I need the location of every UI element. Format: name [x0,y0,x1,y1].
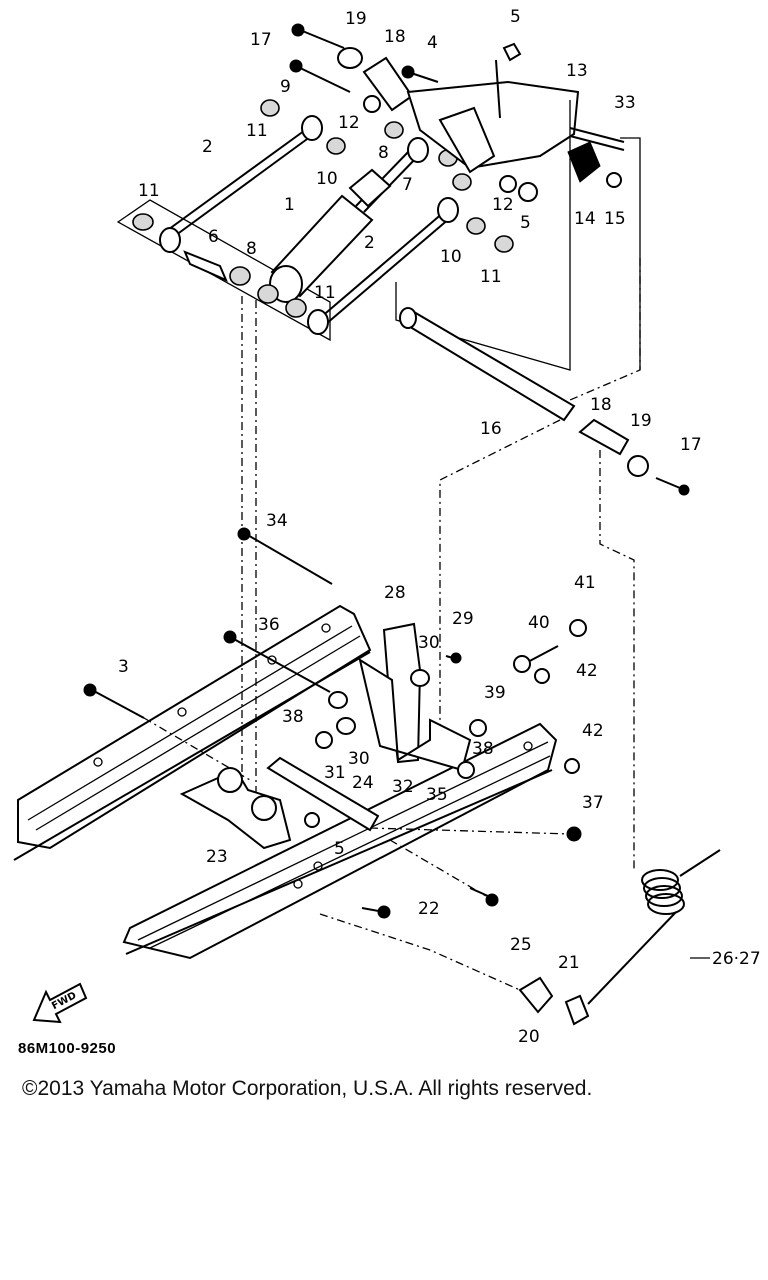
callout-38-b: 38 [472,739,494,759]
callout-11-c: 11 [480,267,502,287]
callout-38-a: 38 [282,707,304,727]
callout-31: 31 [324,763,346,783]
callout-19-bottom: 19 [630,411,652,431]
callout-17-bottom: 17 [680,435,702,455]
callout-5-bottom: 5 [334,839,345,859]
callout-8-a: 8 [378,143,389,163]
lower-hardware [83,527,721,1026]
callout-18-bottom: 18 [590,395,612,415]
callout-2-b: 2 [364,233,375,253]
callout-35: 35 [426,785,448,805]
callout-18-top: 18 [384,27,406,47]
callout-42-a: 42 [576,661,598,681]
callout-28: 28 [384,583,406,603]
bracket [406,80,580,170]
callout-24: 24 [352,773,374,793]
callout-12-a: 12 [338,113,360,133]
stopper-block [518,976,554,1014]
rear-shaft [400,310,576,422]
callout-23: 23 [206,847,228,867]
callout-34: 34 [266,511,288,531]
diagram-code: 86M100-9250 [18,1040,117,1057]
rear-shaft-assembly [399,307,690,870]
callout-37: 37 [582,793,604,813]
parts-diagram: FWD 17 19 18 4 5 13 9 33 12 11 2 8 10 7 … [13,7,761,1047]
callout-11-a: 11 [246,121,268,141]
callout-12-b: 12 [492,195,514,215]
callout-11-b: 11 [138,181,160,201]
callout-10-a: 10 [316,169,338,189]
callout-21: 21 [558,953,580,973]
callout-33: 33 [614,93,636,113]
torsion-spring [587,849,721,1005]
callout-10-b: 10 [440,247,462,267]
callout-25: 25 [510,935,532,955]
callout-16: 16 [480,419,502,439]
callout-19-top: 19 [345,9,367,29]
callout-9: 9 [280,77,291,97]
callout-39: 39 [484,683,506,703]
callout-20: 20 [518,1027,540,1047]
callout-42-b: 42 [582,721,604,741]
callout-4: 4 [427,33,438,53]
callout-41: 41 [574,573,596,593]
callout-17-top: 17 [250,30,272,50]
callouts: 17 19 18 4 5 13 9 33 12 11 2 8 10 7 1 12… [118,7,761,1047]
callout-5-top: 5 [510,7,521,27]
upper-assembly [116,23,641,401]
front-shaft [266,756,380,832]
callout-30-b: 30 [348,749,370,769]
callout-36: 36 [258,615,280,635]
fwd-arrow-icon: FWD [32,982,88,1024]
callout-2-a: 2 [202,137,213,157]
callout-11-d: 11 [314,283,336,303]
callout-7: 7 [402,175,413,195]
callout-13: 13 [566,61,588,81]
callout-14: 14 [574,209,596,229]
callout-8-b: 8 [246,239,257,259]
callout-40: 40 [528,613,550,633]
callout-15: 15 [604,209,626,229]
callout-32: 32 [392,777,414,797]
callout-26-27: 26·27 [712,949,761,969]
slide-rails [13,604,558,960]
callout-29: 29 [452,609,474,629]
callout-3: 3 [118,657,129,677]
callout-1: 1 [284,195,295,215]
callout-30-a: 30 [418,633,440,653]
callout-5-mid: 5 [520,213,531,233]
rod-eye-top [301,115,323,141]
callout-22: 22 [418,899,440,919]
copyright-notice: ©2013 Yamaha Motor Corporation, U.S.A. A… [22,1077,593,1100]
callout-6: 6 [208,227,219,247]
